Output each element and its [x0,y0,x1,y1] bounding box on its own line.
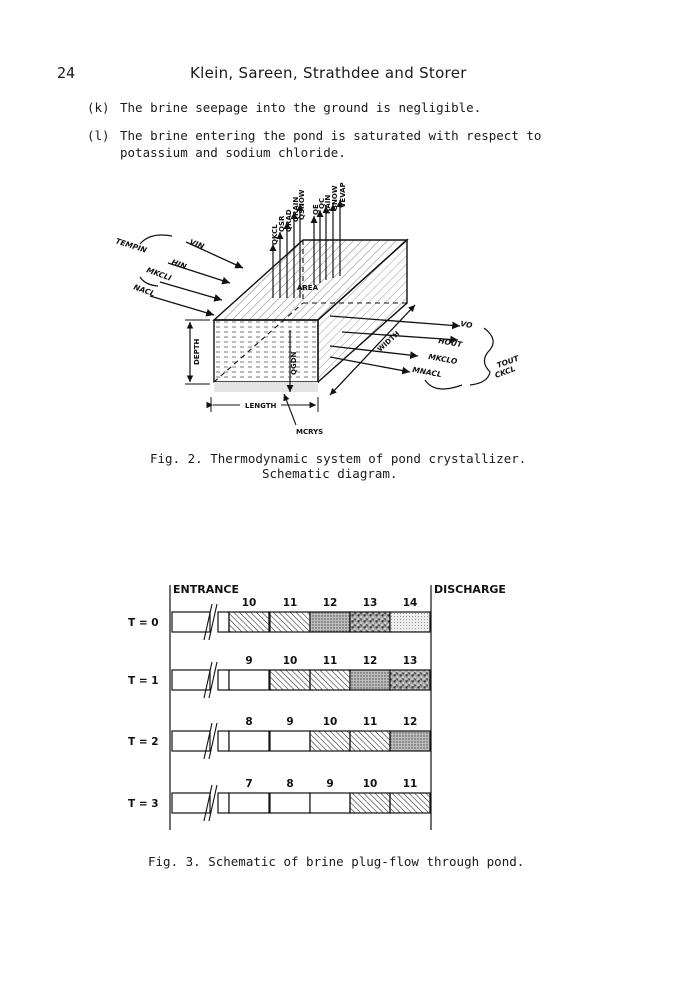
brine-plug-cell [228,730,270,752]
brine-plug-cell [349,669,391,691]
label-area: AREA [297,284,319,292]
figure-3-caption: Fig. 3. Schematic of brine plug-flow thr… [148,854,525,869]
brine-plug-cell [309,792,351,814]
plug-number: 9 [286,716,293,728]
plug-number: 12 [323,597,338,609]
figure-2-pond-schematic: TEMPIN VIN HIN MKCLI NACL VO HOUT MKCLO … [114,182,520,436]
plug-number: 9 [245,655,252,667]
plug-number: 13 [403,655,418,667]
crystal-layer [214,382,318,392]
figure-2-caption-line1: Fig. 2. Thermodynamic system of pond cry… [150,451,527,466]
plug-number: 10 [242,597,257,609]
label-vo: VO [460,319,474,330]
plug-number: 8 [286,778,293,790]
label-length: LENGTH [245,402,276,410]
figure-2-caption-line2: Schematic diagram. [262,466,398,481]
label-qc: QC [318,198,326,209]
assumption-k: (k) The brine seepage into the ground is… [87,99,627,116]
brine-plug-cell [269,669,311,691]
plug-number: 12 [363,655,378,667]
brine-plug-cell [389,792,431,814]
plug-number: 10 [283,655,298,667]
plug-number: 7 [245,778,252,790]
plug-number: 13 [363,597,378,609]
brine-plug-cell [228,669,270,691]
plug-number: 12 [403,716,418,728]
label-rain: RAIN [324,195,332,214]
label-vevap: VEVAP [339,182,347,208]
label-vin: VIN [188,237,206,251]
time-step-label: T = 1 [128,675,159,687]
entrance-segment [171,669,211,691]
plug-number: 9 [326,778,333,790]
plug-number: 8 [245,716,252,728]
plug-number: 11 [323,655,338,667]
label-qsnow: QSNOW [298,189,306,220]
plug-flow-row: T = 2 8 9 10 11 12 [128,716,431,760]
assumption-l: (l) The brine entering the pond is satur… [87,127,627,161]
entrance-segment [171,730,211,752]
pond-front-face [213,319,319,383]
label-qsr: QSR [278,215,286,232]
label-hout: HOUT [438,336,464,349]
brine-plug-cell [389,730,431,752]
label-mcrys: MCRYS [296,428,323,436]
plug-flow-row: T = 0 10 11 12 13 14 [128,597,431,641]
plug-number: 11 [403,778,418,790]
plug-flow-row: T = 3 7 8 9 10 11 [128,778,431,822]
label-qkcl: QKCL [271,224,279,245]
brine-plug-cell [389,669,431,691]
plug-flow-row: T = 1 9 10 11 12 13 [128,655,431,699]
label-tempin: TEMPIN [114,236,148,255]
assumption-label: (k) [87,100,110,115]
brine-plug-cell [349,792,391,814]
figure-3-plug-flow: ENTRANCE DISCHARGE T = 0 10 11 12 13 14 T = 1 9… [128,583,506,830]
brine-plug-cell [349,730,391,752]
label-mkclo: MKCLO [428,352,459,366]
brine-plug-cell [228,792,270,814]
brine-plug-cell [349,611,391,633]
brine-plug-cell [309,669,351,691]
label-depth: DEPTH [193,339,201,365]
brine-plug-cell [228,611,270,633]
plug-number: 11 [363,716,378,728]
page-number: 24 [57,64,76,82]
brine-plug-cell [309,730,351,752]
assumption-text: The brine seepage into the ground is neg… [120,100,482,115]
brine-plug-cell [309,611,351,633]
plug-number: 10 [323,716,338,728]
label-qe: QE [312,204,320,215]
label-qgdn: QGDN [290,351,298,375]
brine-plug-cell [269,611,311,633]
plug-number: 10 [363,778,378,790]
time-step-label: T = 3 [128,798,159,810]
plug-number: 11 [283,597,298,609]
assumption-label: (l) [87,128,110,143]
discharge-label: DISCHARGE [434,583,506,596]
brine-plug-cell [389,611,431,633]
brine-plug-cell [269,792,311,814]
entrance-segment [171,611,211,633]
entrance-segment [171,792,211,814]
label-snow: SNOW [331,185,339,210]
running-header-authors: Klein, Sareen, Strathdee and Storer [190,64,467,82]
label-qrad: QRAD [285,209,293,232]
label-mkcli: MKCLI [145,265,173,282]
label-qrain: QRAIN [292,197,300,222]
time-step-label: T = 0 [128,617,159,629]
assumption-text: The brine entering the pond is saturated… [120,128,542,160]
plug-number: 14 [403,597,418,609]
entrance-label: ENTRANCE [173,583,239,596]
label-mnacl: MNACL [412,365,443,379]
brine-plug-cell [269,730,311,752]
time-step-label: T = 2 [128,736,159,748]
